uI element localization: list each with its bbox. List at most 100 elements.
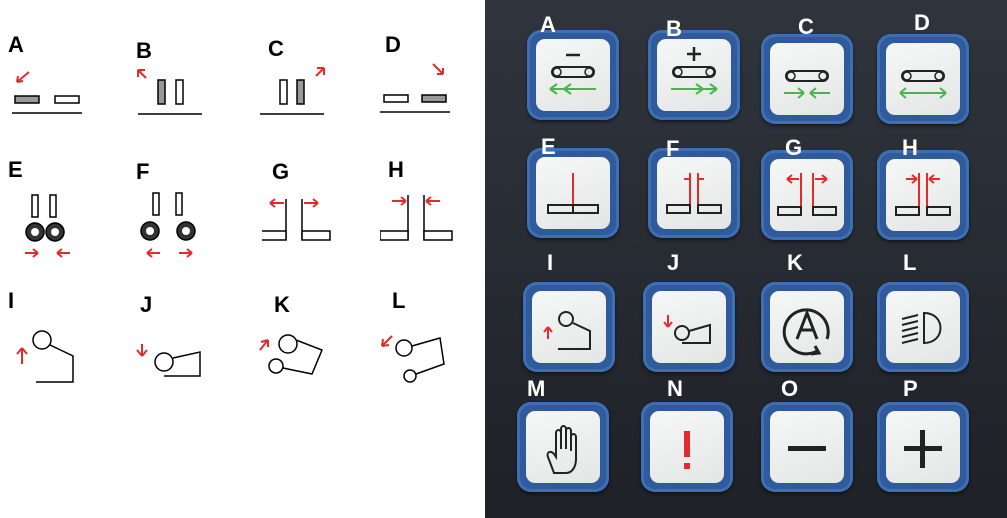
key-face bbox=[532, 291, 606, 363]
key-c-conveyor-in[interactable] bbox=[761, 34, 853, 124]
key-face bbox=[770, 43, 844, 115]
key-face bbox=[657, 157, 731, 229]
symbol-label: H bbox=[388, 157, 404, 182]
key-face bbox=[770, 291, 844, 363]
key-label: E bbox=[541, 134, 556, 159]
key-label: M bbox=[527, 376, 546, 401]
symbol-k: K bbox=[252, 282, 362, 407]
conveyor-diverge-icon bbox=[899, 70, 947, 99]
right-stopper-up-icon bbox=[260, 67, 325, 115]
symbol-h: H bbox=[380, 155, 490, 280]
guides-open-key-icon bbox=[777, 173, 837, 216]
key-face bbox=[886, 43, 960, 115]
key-label: P bbox=[903, 376, 918, 401]
key-label: H bbox=[902, 135, 918, 160]
guides-together-icon bbox=[666, 173, 722, 214]
key-d-conveyor-out[interactable] bbox=[877, 34, 969, 124]
minus-icon bbox=[788, 446, 826, 451]
key-face bbox=[536, 39, 610, 111]
symbol-c: C bbox=[252, 30, 362, 155]
head-up-icon bbox=[16, 330, 74, 383]
guides-close-icon bbox=[380, 195, 453, 241]
symbol-label: L bbox=[392, 288, 406, 313]
symbol-a: A bbox=[0, 30, 110, 155]
head-up-key-icon bbox=[543, 311, 591, 350]
rollers-close-icon bbox=[25, 194, 70, 258]
key-i-head-up[interactable] bbox=[523, 282, 615, 372]
guides-close-key-icon bbox=[895, 173, 951, 216]
headlight-icon bbox=[901, 311, 942, 345]
key-f-guides-together[interactable] bbox=[648, 148, 740, 238]
conveyor-converge-icon bbox=[784, 70, 830, 99]
key-label: K bbox=[787, 250, 803, 275]
keypad-panel: A B C D E F G H I J K L M N O P bbox=[485, 0, 1007, 518]
key-face bbox=[770, 411, 844, 483]
key-face bbox=[886, 411, 960, 483]
arm-down-icon bbox=[381, 335, 445, 383]
arm-up-icon bbox=[259, 334, 323, 375]
auto-mode-icon bbox=[782, 308, 830, 356]
key-label: N bbox=[667, 376, 683, 401]
symbol-label: I bbox=[8, 288, 15, 313]
key-label: C bbox=[798, 14, 814, 39]
symbol-label: D bbox=[385, 32, 401, 57]
symbol-b: B bbox=[128, 30, 238, 155]
exclamation-icon bbox=[684, 431, 690, 469]
conveyor-plus-icon bbox=[671, 47, 718, 95]
key-face bbox=[652, 291, 726, 363]
key-label: O bbox=[781, 376, 799, 401]
key-h-guides-close[interactable] bbox=[877, 150, 969, 240]
symbol-l: L bbox=[380, 282, 490, 407]
symbol-j: J bbox=[128, 282, 238, 407]
conveyor-right-arrow-icon bbox=[380, 63, 450, 113]
symbol-d: D bbox=[375, 30, 485, 155]
rollers-open-icon bbox=[140, 192, 196, 258]
key-label: G bbox=[785, 135, 803, 160]
key-n-alarm[interactable] bbox=[641, 402, 733, 492]
symbol-i: I bbox=[0, 282, 110, 407]
symbol-e: E bbox=[0, 155, 110, 280]
conveyor-minus-icon bbox=[549, 53, 596, 95]
key-label: I bbox=[547, 250, 554, 275]
key-face bbox=[536, 157, 610, 229]
left-stopper-up-icon bbox=[137, 69, 202, 115]
plus-icon bbox=[904, 430, 942, 468]
key-face bbox=[526, 411, 600, 483]
key-k-auto[interactable] bbox=[761, 282, 853, 372]
symbol-f: F bbox=[128, 155, 238, 280]
key-face bbox=[886, 291, 960, 363]
hand-icon bbox=[546, 425, 577, 474]
key-m-manual[interactable] bbox=[517, 402, 609, 492]
symbol-legend: A B C D bbox=[0, 0, 480, 518]
head-down-icon bbox=[136, 344, 201, 377]
key-label: B bbox=[666, 16, 682, 41]
key-b-conveyor-plus[interactable] bbox=[648, 30, 740, 120]
symbol-g: G bbox=[262, 155, 372, 280]
symbol-label: B bbox=[136, 38, 152, 63]
symbol-label: F bbox=[136, 159, 150, 184]
key-p-plus[interactable] bbox=[877, 402, 969, 492]
symbol-label: G bbox=[272, 159, 290, 184]
key-face bbox=[770, 159, 844, 231]
guides-open-icon bbox=[262, 198, 331, 241]
key-face bbox=[886, 159, 960, 231]
key-label: D bbox=[914, 10, 930, 35]
conveyor-left-arrow-icon bbox=[12, 71, 82, 114]
symbol-label: E bbox=[8, 157, 23, 182]
key-e-stopper[interactable] bbox=[527, 148, 619, 238]
key-label: F bbox=[666, 136, 680, 161]
symbol-label: A bbox=[8, 32, 24, 57]
key-face bbox=[650, 411, 724, 483]
symbol-label: K bbox=[274, 292, 290, 317]
key-o-minus[interactable] bbox=[761, 402, 853, 492]
key-label: J bbox=[667, 250, 680, 275]
key-a-conveyor-minus[interactable] bbox=[527, 30, 619, 120]
symbol-label: J bbox=[140, 292, 153, 317]
key-label: L bbox=[903, 250, 917, 275]
key-l-light[interactable] bbox=[877, 282, 969, 372]
key-g-guides-open[interactable] bbox=[761, 150, 853, 240]
symbol-label: C bbox=[268, 36, 284, 61]
key-j-head-down[interactable] bbox=[643, 282, 735, 372]
key-face bbox=[657, 39, 731, 111]
center-stopper-icon bbox=[547, 173, 599, 214]
